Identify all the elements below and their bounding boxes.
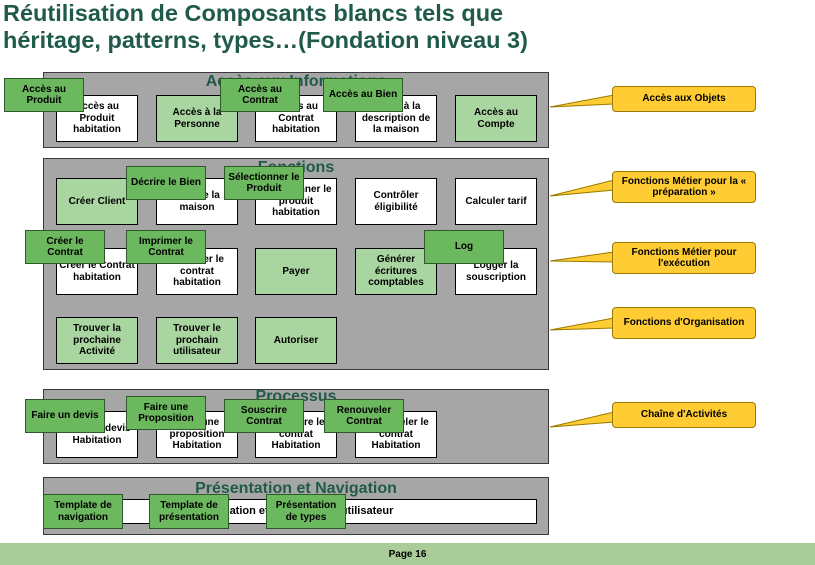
- callout-pointer-execution: [549, 251, 615, 263]
- overlay-faire-proposition: Faire une Proposition: [126, 396, 206, 430]
- callout-acces-objets: Accès aux Objets: [612, 86, 756, 112]
- box-acces-compte: Accès au Compte: [455, 95, 537, 142]
- overlay-presentation-types: Présentation de types: [266, 494, 346, 529]
- callout-pointer-acces: [549, 94, 615, 108]
- box-creer-client: Créer Client: [56, 178, 138, 225]
- overlay-acces-produit: Accès au Produit: [4, 78, 84, 112]
- footer-bar: Page 16: [0, 543, 815, 565]
- callout-fonctions-execution: Fonctions Métier pour l'exécution: [612, 242, 756, 274]
- overlay-template-presentation: Template de présentation: [149, 494, 229, 529]
- box-controler-eligibilite: Contrôler éligibilité: [355, 178, 437, 225]
- callout-fonctions-organisation: Fonctions d'Organisation: [612, 307, 756, 339]
- page-number: Page 16: [388, 548, 427, 560]
- overlay-template-navigation: Template de navigation: [43, 494, 123, 529]
- box-calculer-tarif: Calculer tarif: [455, 178, 537, 225]
- overlay-faire-devis: Faire un devis: [25, 399, 105, 433]
- box-autoriser: Autoriser: [255, 317, 337, 364]
- overlay-selectionner-produit: Sélectionner le Produit: [224, 166, 304, 200]
- overlay-acces-bien: Accès au Bien: [323, 78, 403, 112]
- callout-chaine-activites: Chaîne d'Activités: [612, 402, 756, 428]
- overlay-creer-contrat: Créer le Contrat: [25, 230, 105, 264]
- page-title: Réutilisation de Composants blancs tels …: [3, 0, 803, 54]
- box-trouver-activite: Trouver la prochaine Activité: [56, 317, 138, 364]
- overlay-renouveler-contrat: Renouveler Contrat: [324, 399, 404, 433]
- title-line-2: héritage, patterns, types…(Fondation niv…: [3, 27, 528, 53]
- callout-pointer-chaine: [549, 411, 615, 428]
- callout-fonctions-preparation: Fonctions Métier pour la « préparation »: [612, 171, 756, 203]
- title-line-1: Réutilisation de Composants blancs tels …: [3, 0, 504, 26]
- layer-title-presentation: Présentation et Navigation: [195, 480, 397, 497]
- overlay-acces-contrat: Accès au Contrat: [220, 78, 300, 112]
- overlay-imprimer-contrat: Imprimer le Contrat: [126, 230, 206, 264]
- overlay-log: Log: [424, 230, 504, 264]
- box-trouver-utilisateur: Trouver le prochain utilisateur: [156, 317, 238, 364]
- callout-pointer-organisation: [549, 317, 615, 331]
- callout-pointer-preparation: [549, 179, 615, 197]
- overlay-decrire-bien: Décrire le Bien: [126, 166, 206, 200]
- box-generer-ecritures: Générer écritures comptables: [355, 248, 437, 295]
- overlay-souscrire-contrat: Souscrire Contrat: [224, 399, 304, 433]
- box-payer: Payer: [255, 248, 337, 295]
